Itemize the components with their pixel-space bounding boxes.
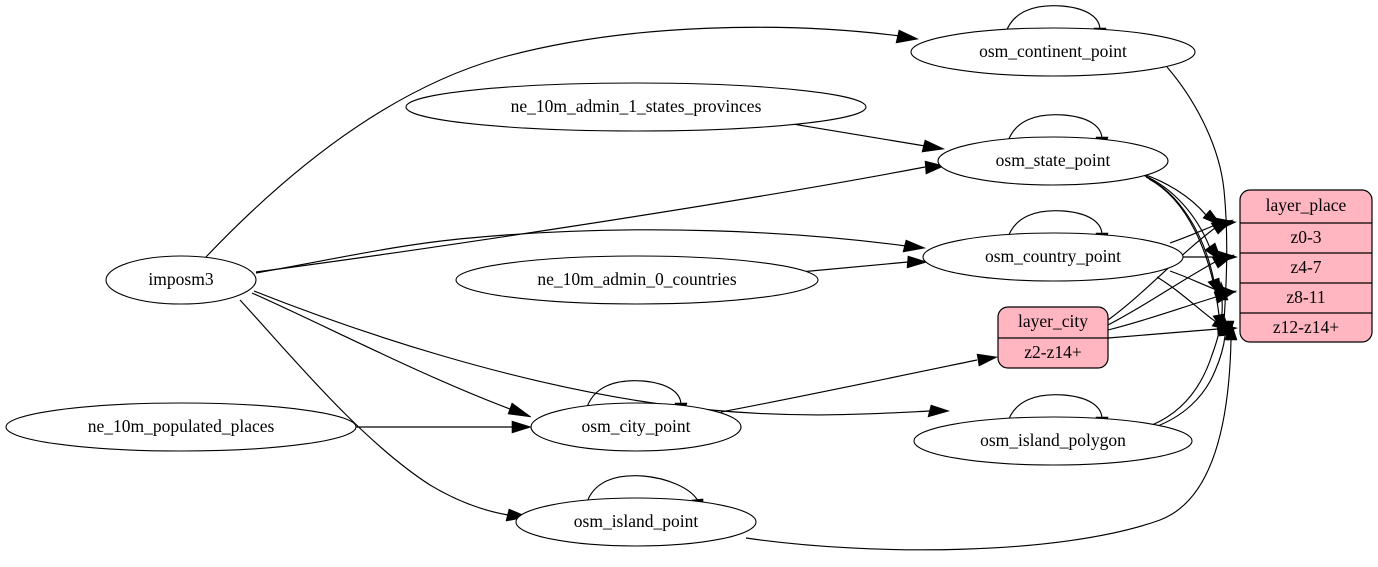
node-ne-10m-populated-places[interactable]: ne_10m_populated_places	[5, 402, 357, 452]
node-ne-states-label: ne_10m_admin_1_states_provinces	[511, 96, 762, 116]
edge-imposm3-to-osm-country-point	[255, 229, 927, 274]
node-osm-continent-point-label: osm_continent_point	[979, 41, 1127, 61]
record-layer-place-row-z12-z14[interactable]: z12-z14+	[1273, 317, 1339, 337]
edge-layer-city-to-layer-place-z0-3	[1107, 219, 1234, 321]
record-node-layer-place[interactable]: layer_place z0-3 z4-7 z8-11 z12-z14+	[1239, 189, 1373, 343]
record-layer-place-row-z4-7[interactable]: z4-7	[1290, 257, 1321, 277]
record-layer-city-header: layer_city	[1018, 311, 1088, 331]
node-osm-continent-point[interactable]: osm_continent_point	[910, 27, 1196, 77]
edge-ne-countries-to-osm-country-point	[799, 255, 929, 273]
edge-ne-populated-to-osm-city-point	[356, 420, 532, 434]
edge-imposm3-to-osm-island-polygon	[253, 290, 951, 418]
node-osm-state-point[interactable]: osm_state_point	[937, 136, 1169, 186]
record-layer-city-row-z2-z14[interactable]: z2-z14+	[1024, 342, 1082, 362]
node-osm-state-point-label: osm_state_point	[996, 150, 1111, 170]
node-imposm3[interactable]: imposm3	[105, 255, 257, 305]
node-layer: imposm3 ne_10m_admin_1_states_provinces …	[5, 27, 1196, 547]
node-ne-countries-label: ne_10m_admin_0_countries	[537, 269, 736, 289]
node-osm-country-point-label: osm_country_point	[985, 246, 1121, 266]
edge-imposm3-to-osm-state-point	[255, 160, 945, 273]
node-osm-country-point[interactable]: osm_country_point	[922, 232, 1184, 282]
edge-imposm3-to-osm-city-point	[251, 292, 532, 418]
record-node-layer-city[interactable]: layer_city z2-z14+	[997, 306, 1109, 369]
node-osm-island-polygon[interactable]: osm_island_polygon	[913, 416, 1193, 466]
edge-layer-city-to-layer-place-z4-7	[1107, 254, 1235, 326]
node-osm-city-point-label: osm_city_point	[582, 416, 691, 436]
edge-imposm3-to-osm-continent-point	[204, 26, 919, 259]
edge-osm-city-point-to-layer-city	[720, 353, 998, 413]
node-ne-populated-label: ne_10m_populated_places	[88, 416, 275, 436]
node-ne-10m-admin-1-states-provinces[interactable]: ne_10m_admin_1_states_provinces	[405, 82, 867, 132]
record-node-layer: layer_place z0-3 z4-7 z8-11 z12-z14+ lay…	[997, 189, 1373, 369]
node-osm-island-point-label: osm_island_point	[574, 511, 699, 531]
node-osm-island-point[interactable]: osm_island_point	[515, 497, 757, 547]
record-layer-place-header: layer_place	[1266, 195, 1347, 215]
node-ne-10m-admin-0-countries[interactable]: ne_10m_admin_0_countries	[455, 255, 819, 305]
node-imposm3-label: imposm3	[148, 269, 213, 289]
edge-osm-island-polygon-to-layer-place-z8-11	[1151, 281, 1229, 426]
edge-osm-island-point-to-layer-place-z12	[745, 321, 1238, 551]
node-osm-island-polygon-label: osm_island_polygon	[980, 430, 1126, 450]
record-layer-place-row-z0-3[interactable]: z0-3	[1290, 227, 1321, 247]
record-layer-place-row-z8-11[interactable]: z8-11	[1286, 287, 1325, 307]
edge-ne-states-to-osm-state-point	[792, 123, 946, 153]
edge-osm-island-polygon-to-layer-place-z12	[1154, 317, 1232, 428]
node-osm-city-point[interactable]: osm_city_point	[530, 402, 742, 452]
